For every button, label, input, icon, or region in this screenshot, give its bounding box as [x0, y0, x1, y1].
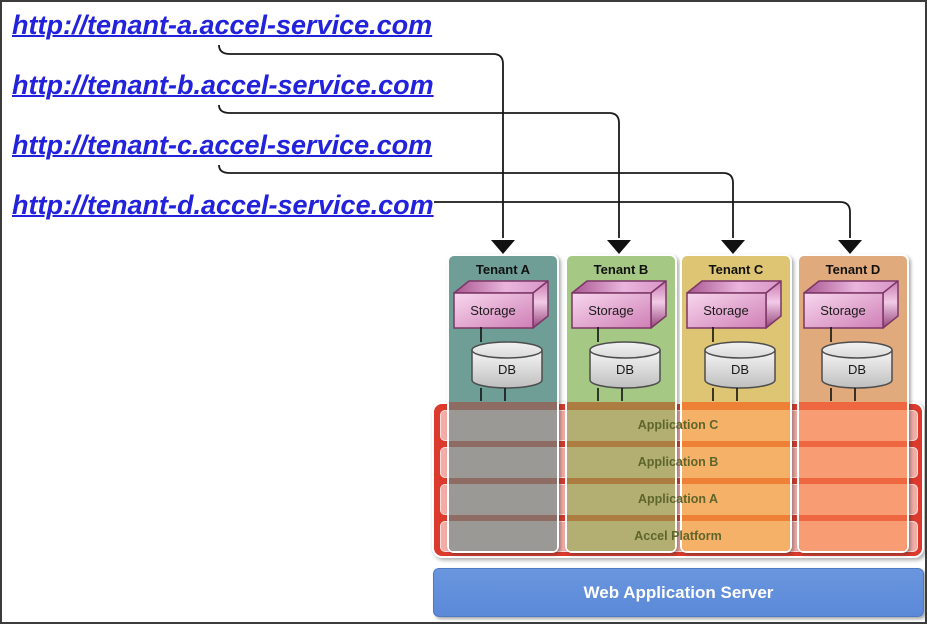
tenant-column-a: Tenant A Storage DB: [447, 254, 559, 553]
url-link-tenant-a[interactable]: http://tenant-a.accel-service.com: [12, 10, 433, 40]
platform-layer-label: Application A: [637, 492, 719, 506]
svg-text:DB: DB: [616, 362, 634, 377]
tenant-title: Tenant D: [825, 262, 881, 277]
svg-text:Storage: Storage: [470, 303, 516, 318]
storage-box-icon: Storage: [571, 280, 667, 329]
web-application-server-bar: Web Application Server: [433, 568, 924, 617]
platform-layer-label: Accel Platform: [634, 529, 722, 543]
url-link-tenant-b[interactable]: http://tenant-b.accel-service.com: [12, 70, 434, 100]
url-link-tenant-d[interactable]: http://tenant-d.accel-service.com: [12, 190, 434, 220]
svg-text:DB: DB: [731, 362, 749, 377]
svg-text:DB: DB: [848, 362, 866, 377]
platform-layer-label: Application B: [637, 455, 719, 469]
wire-tenant-d: [434, 201, 851, 238]
svg-text:Storage: Storage: [588, 303, 634, 318]
tenant-column-c: Tenant C Storage DB: [680, 254, 792, 553]
db-cylinder-icon: DB: [704, 341, 776, 389]
arrowhead-tenant-d: [838, 240, 862, 254]
url-link-tenant-c[interactable]: http://tenant-c.accel-service.com: [12, 130, 433, 160]
db-cylinder-icon: DB: [471, 341, 543, 389]
storage-box-icon: Storage: [453, 280, 549, 329]
tenant-band-segment: [567, 402, 675, 551]
tenant-band-segment: [799, 402, 907, 551]
arrowhead-tenant-b: [607, 240, 631, 254]
arrowhead-tenant-a: [491, 240, 515, 254]
tenant-band-segment: [449, 402, 557, 551]
svg-text:Storage: Storage: [820, 303, 866, 318]
tenant-band-segment: [682, 402, 790, 551]
svg-text:DB: DB: [498, 362, 516, 377]
db-cylinder-icon: DB: [821, 341, 893, 389]
tenant-column-b: Tenant B Storage DB: [565, 254, 677, 553]
svg-text:Storage: Storage: [703, 303, 749, 318]
tenant-title: Tenant A: [475, 262, 531, 277]
tenant-title: Tenant C: [708, 262, 764, 277]
db-cylinder-icon: DB: [589, 341, 661, 389]
platform-layer-label: Application C: [637, 418, 719, 432]
arrowhead-tenant-c: [721, 240, 745, 254]
storage-box-icon: Storage: [686, 280, 782, 329]
tenant-title: Tenant B: [593, 262, 649, 277]
storage-box-icon: Storage: [803, 280, 899, 329]
tenant-column-d: Tenant D Storage DB: [797, 254, 909, 553]
